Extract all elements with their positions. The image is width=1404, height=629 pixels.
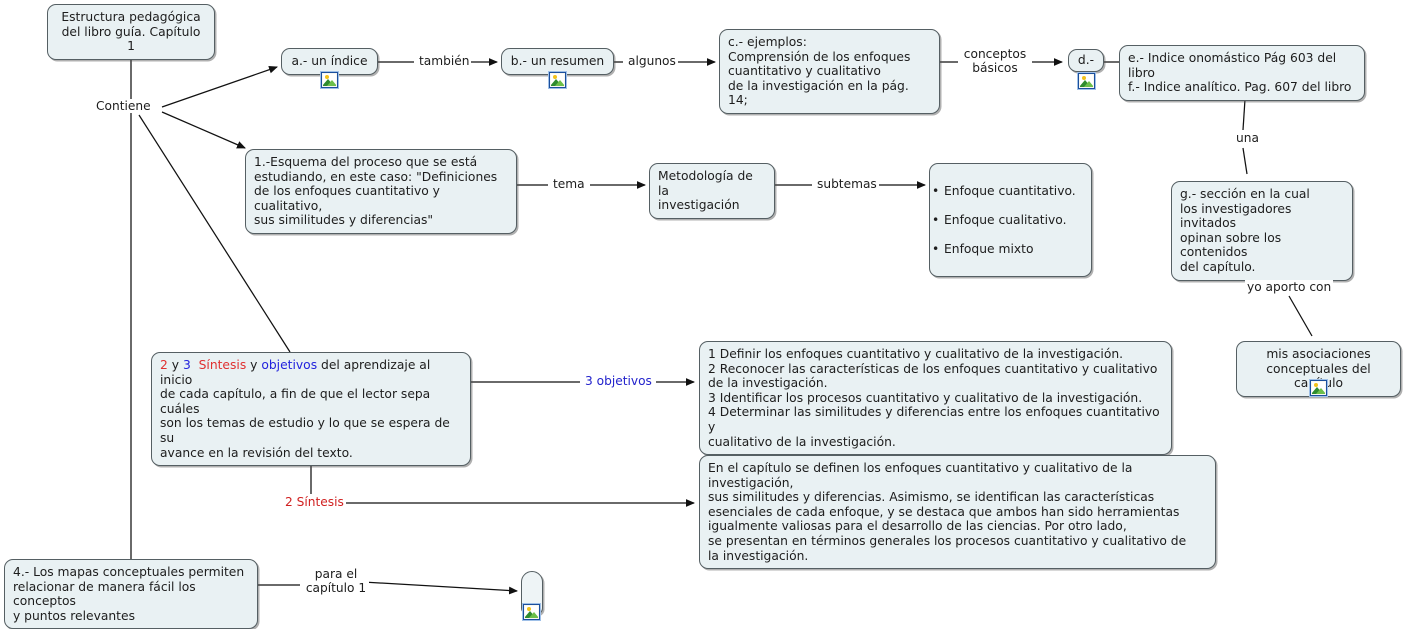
edge-label-tambien: también <box>417 54 472 69</box>
node-root[interactable]: Estructura pedagógica del libro guía. Ca… <box>47 4 215 60</box>
edge-label-2-sintesis: 2 Síntesis <box>283 495 346 510</box>
bullet-item: Enfoque mixto <box>932 242 1083 257</box>
edge-label-conceptos-basicos: conceptos básicos <box>958 47 1032 76</box>
edge-label-subtemas: subtemas <box>815 177 879 192</box>
picture-icon[interactable] <box>1310 380 1327 396</box>
edge-label-3-objetivos: 3 objetivos <box>583 374 654 389</box>
text-run: y <box>167 358 183 372</box>
text-run: y <box>246 358 262 372</box>
node-metodologia[interactable]: Metodología de la investigación <box>649 163 775 219</box>
edge-label-tema: tema <box>551 177 587 192</box>
picture-icon-art <box>525 606 538 618</box>
edge-una-seccion <box>1242 147 1248 175</box>
bullet-item: Enfoque cuantitativo. <box>932 184 1083 199</box>
text-run: 2 <box>160 358 168 372</box>
text-run: del aprendizaje al inicio de cada capítu… <box>160 358 450 460</box>
text-run: Síntesis <box>198 358 247 372</box>
picture-icon-art <box>1080 75 1093 87</box>
edge-label-yo-aporto-con: yo aporto con <box>1245 280 1334 295</box>
edge-paracap-blank <box>362 581 518 595</box>
node-esquema[interactable]: 1.-Esquema del proceso que se está estud… <box>245 149 517 234</box>
node-resumen[interactable]: b.- un resumen <box>501 48 614 75</box>
picture-icon[interactable] <box>1078 73 1095 89</box>
picture-icon[interactable] <box>321 72 338 88</box>
node-asociaciones[interactable]: mis asociaciones conceptuales del capítu… <box>1236 341 1401 397</box>
node-enfoques[interactable]: Enfoque cuantitativo. Enfoque cualitativ… <box>929 163 1092 278</box>
node-sintesis-texto[interactable]: En el capítulo se definen los enfoques c… <box>699 455 1216 570</box>
picture-icon-art <box>323 74 336 86</box>
text-run <box>191 358 199 372</box>
picture-icon[interactable] <box>549 72 566 88</box>
edge-label-una: una <box>1234 131 1261 146</box>
node-sintesis-objetivos[interactable]: 2 y 3 Síntesis y objetivos del aprendiza… <box>151 352 471 467</box>
node-indices-ef[interactable]: e.- Indice onomástico Pág 603 del libro … <box>1119 45 1365 101</box>
node-ejemplos[interactable]: c.- ejemplos: Comprensión de los enfoque… <box>719 29 940 114</box>
text-run: objetivos <box>261 358 318 372</box>
picture-icon-art <box>1312 382 1325 394</box>
edge-label-algunos: algunos <box>626 54 678 69</box>
node-mapas[interactable]: 4.- Los mapas conceptuales permiten rela… <box>4 559 258 629</box>
text-run: 3 <box>182 358 191 372</box>
node-d[interactable]: d.- <box>1068 49 1104 72</box>
picture-icon[interactable] <box>523 604 540 620</box>
bullet-item: Enfoque cualitativo. <box>932 213 1083 228</box>
edge-yoaporto-asociaciones <box>1288 295 1313 337</box>
node-indice[interactable]: a.- un índice <box>281 48 378 75</box>
edge-contiene-indice <box>161 65 278 108</box>
picture-icon-art <box>551 74 564 86</box>
edge-label-para-el-capitulo: para el capítulo 1 <box>303 567 369 596</box>
edge-label-contiene: Contiene <box>94 99 153 114</box>
edge-contiene-sintesis <box>138 114 291 353</box>
node-objetivos-lista[interactable]: 1 Definir los enfoques cuantitativo y cu… <box>699 341 1172 456</box>
edge-contiene-esquema <box>161 111 246 149</box>
node-seccion-g[interactable]: g.- sección en la cual los investigadore… <box>1171 181 1353 281</box>
